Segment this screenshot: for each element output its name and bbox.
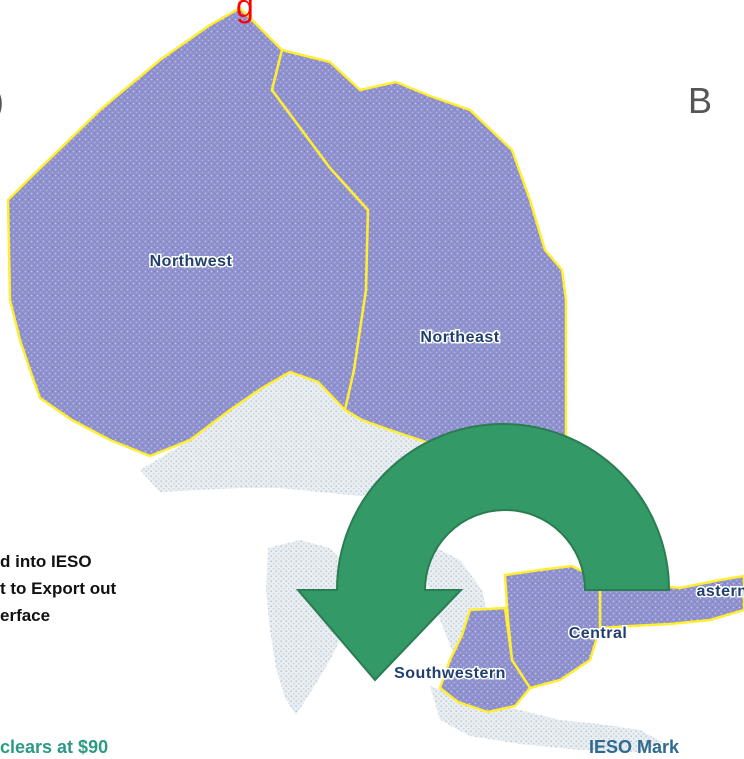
note-block: d into IESO t to Export out erface <box>0 548 116 629</box>
label-central: Central <box>569 625 628 642</box>
region-southwestern <box>438 606 532 714</box>
label-southwestern: Southwestern <box>394 665 506 682</box>
price-note-fragment: clears at $90 <box>0 737 109 757</box>
lake-michigan <box>266 540 352 715</box>
note-line-2: t to Export out <box>0 579 117 598</box>
label-northeast: Northeast <box>420 329 499 346</box>
right-text-fragment: B <box>688 80 713 121</box>
note-line-3: erface <box>0 606 51 625</box>
label-eastern: astern <box>696 583 744 600</box>
lower-lakes <box>430 686 662 752</box>
flow-arrow <box>295 423 671 682</box>
market-note-fragment: IESO Mark <box>589 737 680 757</box>
left-text-fragment: ) <box>0 80 4 122</box>
slide-title-fragment: g <box>236 0 254 24</box>
label-northwest: Northwest <box>150 253 233 270</box>
note-line-1: d into IESO <box>0 552 92 571</box>
